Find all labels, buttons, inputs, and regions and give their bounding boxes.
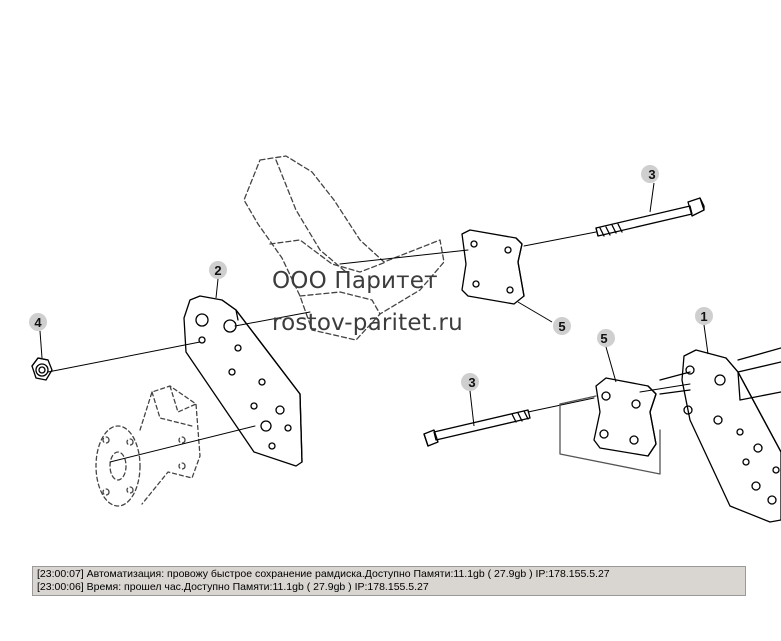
callout-part-3-top: 3 <box>641 165 659 213</box>
watermark-site: rostov-paritet.ru <box>272 310 463 336</box>
status-log-panel: [23:00:07] Автоматизация: провожу быстро… <box>32 566 746 596</box>
callout-part-1: 1 <box>695 307 713 355</box>
part-4-nut <box>31 357 53 381</box>
svg-text:5: 5 <box>558 319 565 334</box>
svg-text:5: 5 <box>600 331 607 346</box>
svg-text:3: 3 <box>468 375 475 390</box>
dashed-flange-outline <box>95 385 201 507</box>
callout-part-4: 4 <box>29 313 47 359</box>
part-5-spacer-top <box>461 229 525 305</box>
watermark-company: ООО Паритет <box>272 268 438 294</box>
callout-part-5-top: 5 <box>517 301 571 335</box>
svg-text:4: 4 <box>34 315 42 330</box>
svg-text:3: 3 <box>648 167 655 182</box>
callout-part-3-bottom: 3 <box>461 373 479 427</box>
log-line: [23:00:06] Время: прошел час.Доступно Па… <box>37 581 429 593</box>
callout-part-5-bottom: 5 <box>597 329 617 383</box>
svg-text:1: 1 <box>700 309 707 324</box>
dashed-bracket-outline <box>243 155 445 341</box>
assembly-lines <box>47 231 691 463</box>
log-line: [23:00:07] Автоматизация: провожу быстро… <box>37 568 610 580</box>
part-5-spacer-bottom <box>559 377 661 475</box>
part-2-mounting-plate <box>183 295 303 467</box>
part-3-bolt-top <box>595 197 705 237</box>
callout-part-2: 2 <box>209 261 227 299</box>
part-3-bolt-bottom <box>423 409 531 447</box>
svg-text:2: 2 <box>214 263 221 278</box>
part-1-frame-plate <box>659 347 781 523</box>
